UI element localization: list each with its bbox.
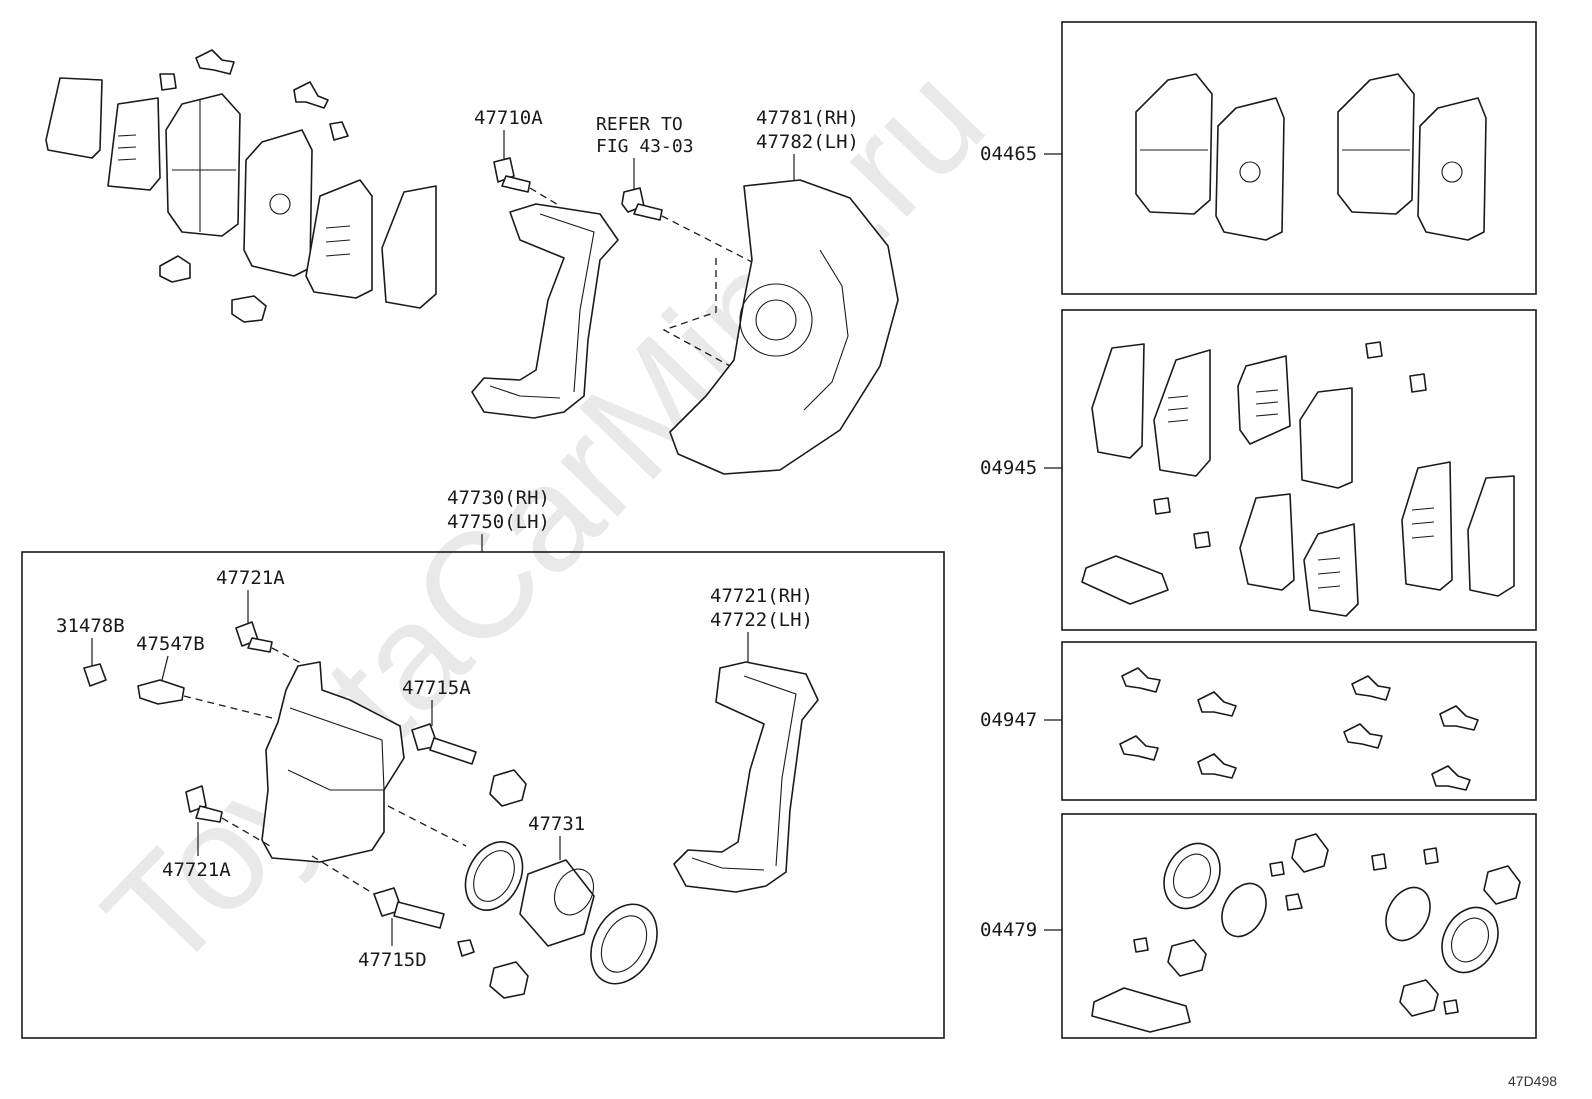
brake-pad-inner [243,129,313,277]
label-47782-lh: 47782(LH) [756,131,859,153]
kit-box-04945 [1061,309,1537,631]
caliper-assembly-group: 47730(RH) 47750(LH) 47721A 31478B 47547B… [21,487,945,1039]
label-31478b: 31478B [56,615,125,637]
caliper-cylinder [261,661,405,863]
kit-code-04947: 04947 [980,709,1037,731]
anti-squeal-clip [195,49,235,75]
slide-pin-upper [429,737,477,765]
pad-support-clip-c [231,295,267,323]
kit-box-04465 [1061,21,1537,295]
kit-code-04465: 04465 [980,143,1037,165]
kit-box-04947 [1061,641,1537,801]
mounting-bolt-refer [621,158,753,263]
bleeder-nut [457,939,475,957]
kit-04947: 04947 [980,641,1537,801]
pad-support-clip [293,81,329,109]
piston [519,859,595,947]
kit-code-04479: 04479 [980,919,1037,941]
caliper-bolt-upper [493,130,561,207]
cylinder-boot [590,903,658,985]
slide-pin-lower [393,901,445,929]
label-47722-lh: 47722(LH) [710,609,813,631]
kit-04945: 04945 [980,309,1537,631]
kit-box-04479 [1061,813,1537,1039]
label-47781-rh: 47781(RH) [756,107,859,129]
pad-clip-b [329,121,349,141]
refer-to-line2: FIG 43-03 [596,136,694,157]
label-47721a-upper: 47721A [216,567,285,589]
label-47710a: 47710A [474,107,543,129]
label-47547b: 47547B [136,633,205,655]
pin-boot-upper [489,769,527,807]
upper-labels: 47710A REFER TO FIG 43-03 47781(RH) 4778… [474,107,859,157]
exploded-pads-group [45,49,437,323]
figure-code: 47D498 [1508,1073,1557,1089]
refer-to-line1: REFER TO [596,114,683,135]
pad-support-clip-b [159,255,191,283]
label-47721a-lower: 47721A [162,859,231,881]
pad-shim-outer-b [381,185,437,309]
kit-04479: 04479 [980,813,1537,1039]
caliper-mounting-lower [673,661,819,893]
piston-seal [464,841,524,911]
label-47715a: 47715A [402,677,471,699]
pin-boot-lower [489,961,529,999]
disc-brake-dust-cover [669,179,899,475]
label-47715d: 47715D [358,949,427,971]
pad-clip [159,73,177,91]
label-47721-rh: 47721(RH) [710,585,813,607]
pad-shim-outer [45,77,103,159]
bleeder-cap [83,663,107,687]
grease-packet [1081,555,1169,605]
bleeder-plug [137,679,185,705]
caliper-mounting-upper [471,203,619,419]
kit-04465: 04465 [980,21,1537,295]
pad-shim-inner-b [305,179,373,299]
caliper-assembly-box [21,551,945,1039]
brake-pad-outer [165,93,241,237]
label-47730-rh: 47730(RH) [447,487,550,509]
label-47750-lh: 47750(LH) [447,511,550,533]
label-47731: 47731 [528,813,585,835]
pad-shim-inner [107,97,161,191]
kit-code-04945: 04945 [980,457,1037,479]
